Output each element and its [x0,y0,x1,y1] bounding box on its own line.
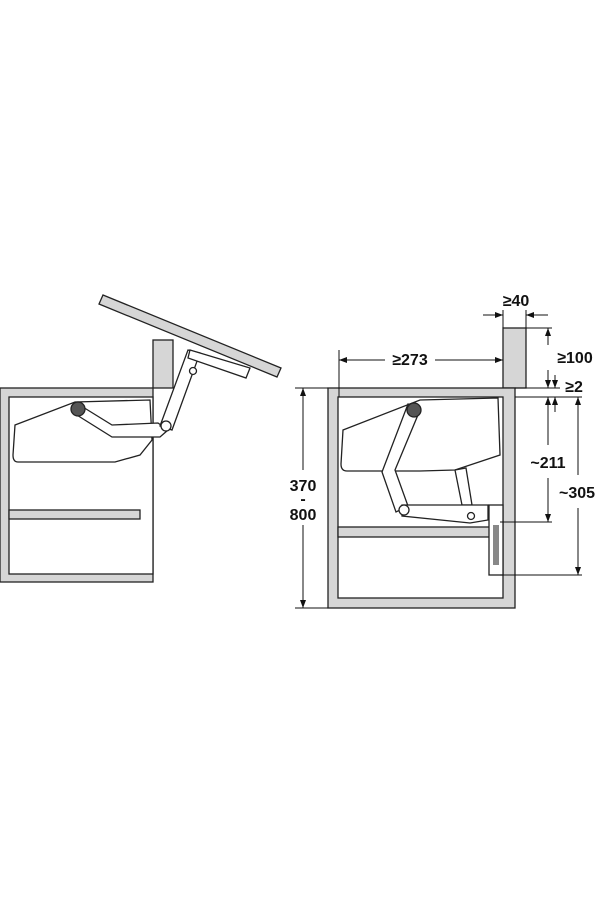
dim-cabinet-height-sep: - [300,491,305,508]
cabinet-closed-view [327,327,527,609]
dim-bracket-height: ~305 [559,485,595,502]
dimension-lines [295,310,582,609]
pivot-hub [406,402,422,418]
pivot-hub [70,401,86,417]
dim-min-width: ≥273 [392,352,428,369]
mechanism-housing [340,397,501,472]
cabinet-open-view [0,294,282,583]
dim-cabinet-height-max: 800 [290,507,317,524]
dim-min-top-clearance: ≥100 [557,350,593,367]
shelf [337,526,491,538]
dim-cabinet-height-min: 370 [290,478,317,495]
bracket-detail [493,525,499,565]
door-flap-open [98,294,282,378]
arm-pivot [160,420,172,432]
arm-pivot [398,504,410,516]
side-panel [502,327,527,389]
arm-hole [188,366,198,376]
dim-arm-height: ~211 [530,455,565,472]
dim-min-side-panel: ≥40 [503,293,530,310]
arm-hole [466,511,476,521]
dim-min-gap: ≥2 [565,379,583,396]
door-bracket [187,349,251,379]
side-panel [152,339,174,389]
shelf [8,509,141,520]
